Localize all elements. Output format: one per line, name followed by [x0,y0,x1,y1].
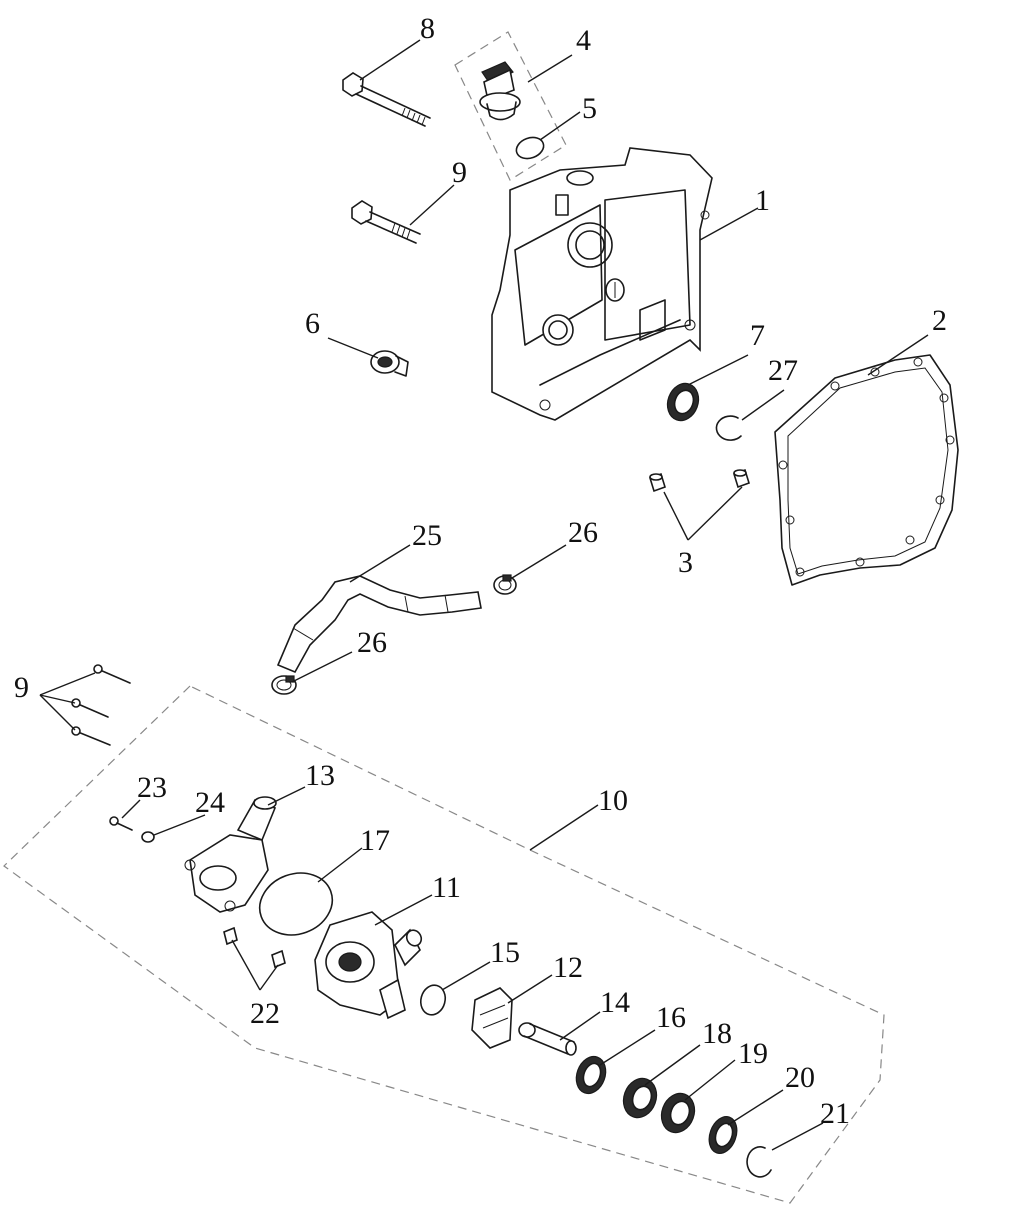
hose-clamp-part-26-lower [271,675,297,695]
callout-4: 4 [576,24,591,57]
pump-shaft-part-14 [518,1022,577,1056]
callout-6: 6 [305,307,320,340]
callout-22: 22 [250,997,280,1030]
callout-17: 17 [360,824,390,857]
bearing-part-18 [622,1077,658,1119]
dowel-pins-part-3 [649,468,750,493]
washer-part-24 [141,831,155,843]
bolts-part-9-left [71,664,131,746]
callout-23: 23 [137,771,167,804]
oil-filler-plug-part-4 [479,61,521,121]
callout-8: 8 [420,12,435,45]
crankcase-cover-part-1 [491,147,713,421]
callout-11: 11 [432,871,461,904]
callout-16: 16 [656,1001,686,1034]
seal-part-16 [575,1055,607,1095]
bolt-part-9-upper [351,200,421,244]
callout-20: 20 [785,1061,815,1094]
water-pump-housing-part-11 [314,911,423,1020]
callout-15: 15 [490,936,520,969]
thermostat-housing-part-13 [184,796,277,913]
callout-24: 24 [195,786,225,819]
callout-9-upper: 9 [452,156,467,189]
callout-25: 25 [412,519,442,552]
hose-clamp-part-26-upper [493,574,517,595]
bolt-part-23 [109,816,133,831]
callout-3: 3 [678,546,693,579]
callout-7: 7 [750,319,765,352]
callout-5: 5 [582,92,597,125]
o-ring-part-17 [258,872,334,936]
impeller-part-12 [471,987,513,1049]
bolt-part-8 [342,72,431,127]
callout-2: 2 [932,304,947,337]
callout-18: 18 [702,1017,732,1050]
callout-10: 10 [598,784,628,817]
o-ring-part-15 [419,984,447,1016]
callout-14: 14 [600,986,630,1019]
circlip-part-27 [715,415,742,441]
callout-12: 12 [553,951,583,984]
circlip-part-21 [746,1146,772,1178]
callout-26-lower: 26 [357,626,387,659]
callout-27: 27 [768,354,798,387]
gasket-part-2 [774,354,959,586]
callout-9-lower: 9 [14,671,29,704]
callout-21: 21 [820,1097,850,1130]
coolant-hose-part-25 [276,575,482,674]
callout-1: 1 [755,184,770,217]
water-pump-assembly-outline [3,685,885,1204]
oil-seal-part-7 [666,382,700,422]
leader-lines [39,39,929,1151]
callout-13: 13 [305,759,335,792]
o-ring-part-5 [515,136,545,160]
callout-19: 19 [738,1037,768,1070]
dowel-pins-part-22 [223,926,286,969]
plug-part-6 [370,350,409,377]
seal-part-20 [708,1116,738,1154]
callout-26-upper: 26 [568,516,598,549]
bearing-part-19 [660,1092,696,1134]
